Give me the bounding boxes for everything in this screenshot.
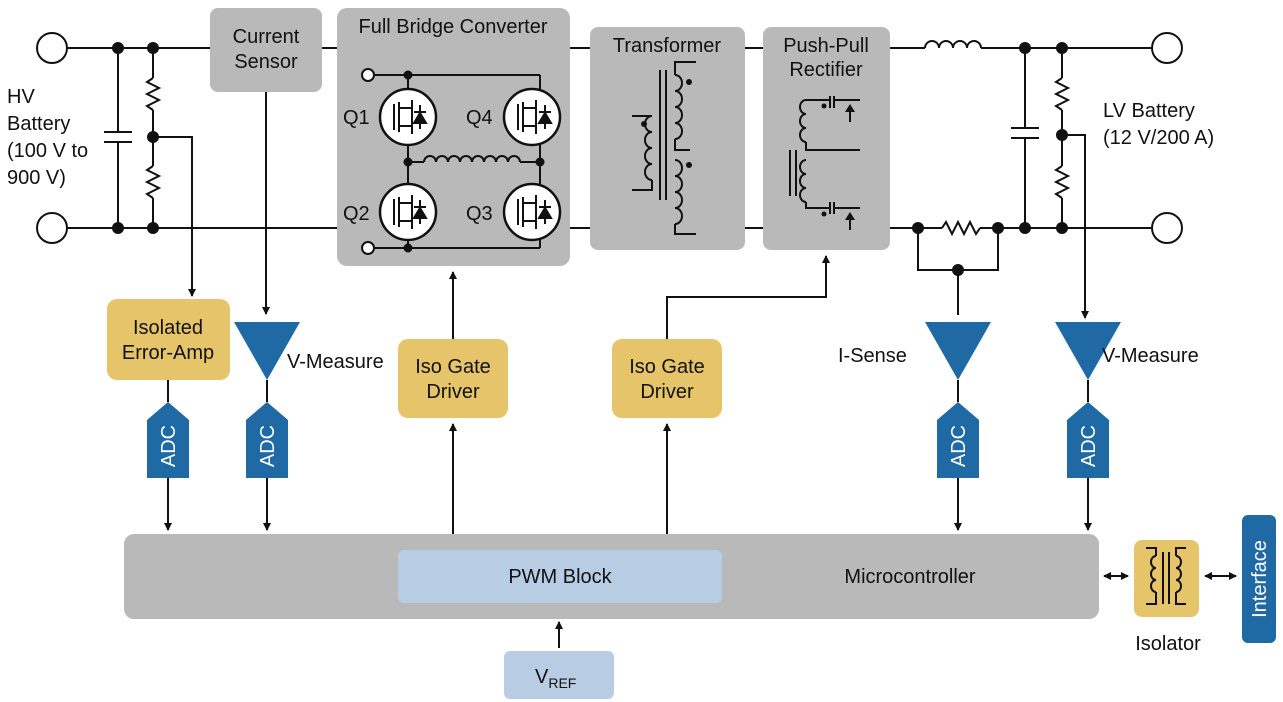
v-measure-amp-right: V-Measure bbox=[1055, 322, 1199, 380]
isolator-label: Isolator bbox=[1135, 633, 1201, 655]
q2-label: Q2 bbox=[343, 203, 370, 225]
lv-capacitor bbox=[1011, 48, 1039, 228]
lv-plus-terminal bbox=[1151, 32, 1183, 64]
hv-line4: 900 V) bbox=[7, 167, 66, 189]
gate-driver-1-line1: Iso Gate bbox=[415, 356, 491, 378]
microcontroller-label: Microcontroller bbox=[844, 566, 975, 588]
terminals bbox=[36, 32, 1183, 244]
iso-gate-driver-1: Iso Gate Driver bbox=[398, 339, 508, 418]
lv-junctions bbox=[912, 42, 1068, 276]
gate-driver-2-line1: Iso Gate bbox=[629, 356, 705, 378]
mosfet-q3 bbox=[502, 182, 562, 242]
error-amp-line1: Isolated bbox=[133, 317, 203, 339]
gate-driver-2-line2: Driver bbox=[640, 381, 694, 403]
hv-capacitor bbox=[104, 48, 132, 228]
i-sense-label: I-Sense bbox=[838, 345, 907, 367]
vref-block: VREF bbox=[504, 651, 614, 699]
mosfet-q1 bbox=[378, 87, 438, 147]
error-amp-line2: Error-Amp bbox=[122, 342, 214, 364]
lv-battery-label: LV Battery (12 V/200 A) bbox=[1103, 100, 1214, 149]
hv-minus-terminal bbox=[36, 212, 68, 244]
interface-label: Interface bbox=[1249, 540, 1271, 618]
hv-battery-label: HV Battery (100 V to 900 V) bbox=[7, 86, 88, 189]
rectifier-line2: Rectifier bbox=[789, 59, 863, 81]
hv-plus-terminal bbox=[36, 32, 68, 64]
gate-driver-1-line2: Driver bbox=[426, 381, 480, 403]
pwm-block: PWM Block bbox=[398, 550, 722, 603]
hv-junctions bbox=[112, 42, 159, 234]
hv-line1: HV bbox=[7, 86, 35, 108]
vref-main: V bbox=[535, 666, 549, 688]
transformer-title: Transformer bbox=[613, 35, 722, 57]
q3-label: Q3 bbox=[466, 203, 493, 225]
v-measure-left-label: V-Measure bbox=[287, 351, 384, 373]
full-bridge-title: Full Bridge Converter bbox=[359, 16, 548, 38]
iso-gate-driver-2: Iso Gate Driver bbox=[612, 339, 722, 418]
pwm-block-label: PWM Block bbox=[508, 566, 612, 588]
full-bridge-block: Full Bridge Converter bbox=[337, 8, 570, 266]
v-measure-right-label: V-Measure bbox=[1102, 345, 1199, 367]
q4-label: Q4 bbox=[466, 107, 493, 129]
adc-2: ADC bbox=[246, 402, 288, 478]
current-sensor-line1: Current bbox=[233, 26, 300, 48]
isolator-block: Isolator bbox=[1134, 540, 1201, 655]
rectifier-block: Push-Pull Rectifier bbox=[763, 27, 890, 250]
adc-4-label: ADC bbox=[1078, 425, 1100, 467]
adc-4: ADC bbox=[1067, 402, 1109, 478]
hv-line3: (100 V to bbox=[7, 140, 88, 162]
v-measure-amp-left: V-Measure bbox=[234, 322, 384, 380]
current-sensor-line2: Sensor bbox=[234, 51, 298, 73]
lv-voltage-divider bbox=[1053, 48, 1089, 319]
vref-subscript: REF bbox=[548, 675, 576, 691]
lv-line1: LV Battery bbox=[1103, 100, 1195, 122]
mosfet-q4 bbox=[502, 87, 562, 147]
i-sense-amp: I-Sense bbox=[838, 322, 991, 380]
rectifier-line1: Push-Pull bbox=[783, 35, 869, 57]
signal-connectors bbox=[164, 255, 1237, 648]
q1-label: Q1 bbox=[343, 107, 370, 129]
adc-3-label: ADC bbox=[948, 425, 970, 467]
adc-1-label: ADC bbox=[158, 425, 180, 467]
vref-label: VREF bbox=[535, 666, 576, 691]
lv-line2: (12 V/200 A) bbox=[1103, 127, 1214, 149]
adc-3: ADC bbox=[937, 402, 979, 478]
lv-minus-terminal bbox=[1151, 212, 1183, 244]
hv-voltage-divider bbox=[144, 48, 196, 297]
adc-2-label: ADC bbox=[257, 425, 279, 467]
adc-1: ADC bbox=[147, 402, 189, 478]
current-sensor-block: Current Sensor bbox=[210, 8, 322, 92]
mosfet-q2 bbox=[378, 182, 438, 242]
isolated-error-amp-block: Isolated Error-Amp bbox=[107, 299, 230, 380]
transformer-block: Transformer bbox=[590, 27, 745, 250]
hv-line2: Battery bbox=[7, 113, 70, 135]
interface-block: Interface bbox=[1242, 515, 1276, 643]
